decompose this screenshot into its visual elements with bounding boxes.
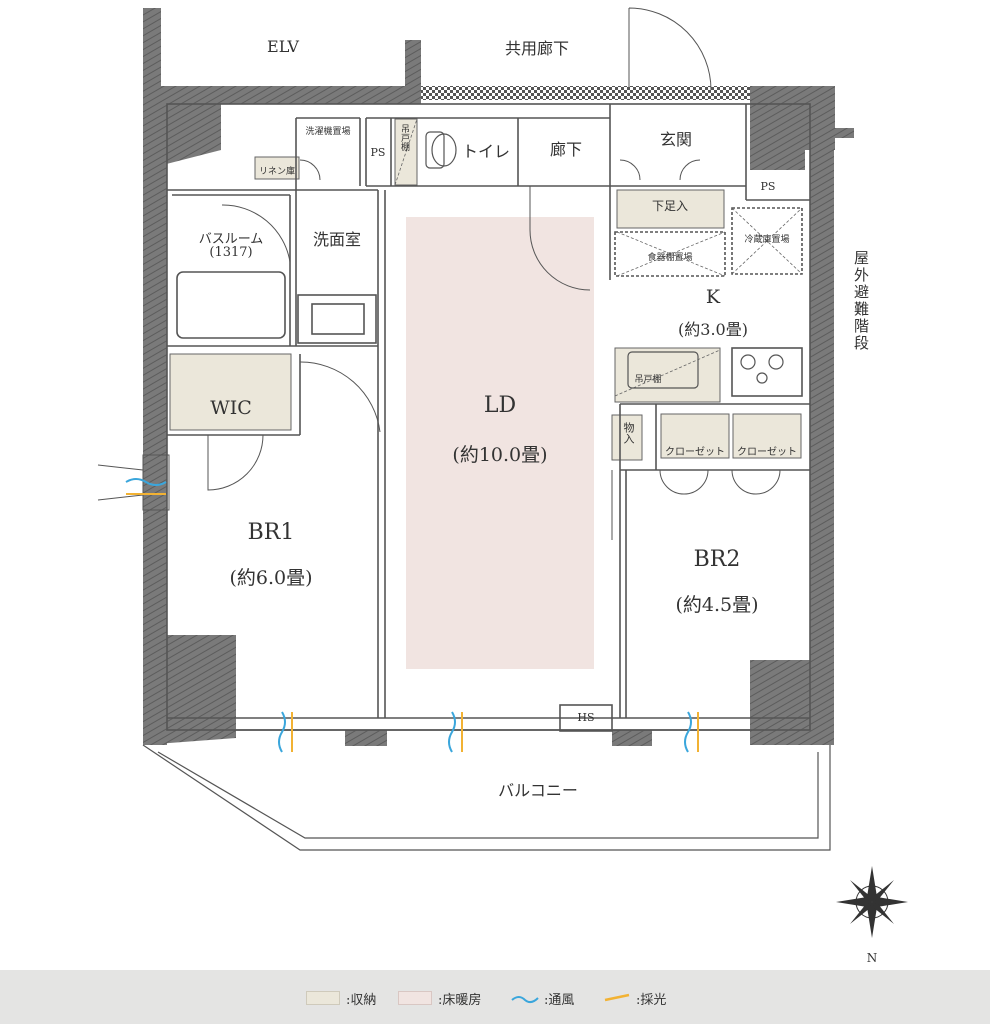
interior-walls	[166, 103, 811, 732]
bathroom-label: バスルーム	[198, 232, 264, 247]
br2-label: BR2	[693, 547, 741, 572]
legend-ventilation-label: :通風	[544, 992, 575, 1008]
floor-plan	[97, 7, 908, 938]
laundry-space-label: 洗濯機置場	[305, 127, 351, 137]
common-corridor-label: 共用廊下	[504, 39, 570, 58]
linen-label: リネン庫	[258, 167, 296, 177]
legend-ventilation: :通風	[510, 990, 575, 1008]
legend-storage: :収納	[306, 990, 377, 1008]
hanging-shelf-kitchen-label: 吊戸棚	[634, 375, 662, 385]
ventilation-markers	[125, 478, 699, 753]
ld-size-label: (約10.0畳)	[452, 444, 548, 466]
bottom-right-column	[750, 660, 834, 745]
north-label: N	[866, 951, 878, 965]
closet-2-label: クローゼット	[737, 447, 797, 458]
ventilation-icon	[511, 996, 539, 1004]
linen-storage	[254, 156, 300, 180]
hallway-label: 廊下	[549, 140, 583, 159]
top-right-column	[750, 86, 835, 170]
ps-right-label: PS	[760, 180, 776, 193]
balcony-label: バルコニー	[498, 781, 578, 800]
legend-storage-label: :収納	[346, 992, 377, 1008]
bottom-wall-segment	[345, 730, 387, 746]
kitchen-upper-storage	[614, 347, 721, 403]
toilet-label: トイレ	[461, 142, 511, 161]
storage-swatch	[306, 991, 340, 1005]
storage-areas	[169, 118, 802, 461]
kitchen-size-label: (約3.0畳)	[678, 320, 748, 339]
washroom-label: 洗面室	[312, 230, 362, 249]
storage-diagonals	[394, 118, 803, 397]
closet-1-label: クローゼット	[665, 447, 725, 458]
storage-closet	[611, 414, 643, 461]
elv-label: ELV	[267, 37, 299, 56]
right-wall	[810, 150, 834, 745]
kitchen-label: K	[705, 286, 721, 308]
elv-wall	[143, 8, 161, 88]
legend-floor-heating: :床暖房	[398, 990, 482, 1008]
shoe-box-storage	[616, 189, 725, 229]
bottom-wall-segment-2	[612, 730, 652, 746]
doors	[207, 7, 781, 540]
hs-label: HS	[577, 711, 595, 724]
hanging-shelf-top-label: 吊戸棚	[399, 124, 409, 151]
legend-bar: :収納 :床暖房 :通風 :採光	[0, 970, 990, 1024]
entrance-label: 玄関	[659, 130, 693, 149]
outdoor-stairs-label: 屋外避難階段	[852, 250, 870, 352]
wic-label: WIC	[210, 397, 252, 419]
br1-label: BR1	[247, 520, 295, 545]
shoe-box-label: 下足入	[651, 199, 689, 213]
storage-label: 物入	[622, 422, 635, 444]
closet-1-storage	[660, 413, 730, 459]
stove-burner-3	[756, 372, 768, 384]
bottom-left-column	[143, 635, 236, 745]
compass-rose-icon	[836, 866, 908, 938]
daylight-icon	[604, 993, 630, 1002]
left-window	[97, 454, 170, 511]
corridor-screen	[421, 86, 751, 100]
dish-shelf-label: 食器棚置場	[647, 253, 693, 263]
toilet-bowl	[431, 133, 457, 167]
stove-burner-1	[740, 354, 756, 370]
closet-2-storage	[732, 413, 802, 459]
br2-size-label: (約4.5畳)	[675, 594, 759, 616]
floor-heating-area	[406, 217, 594, 669]
top-left-corner-column	[143, 86, 221, 170]
floor-heating-swatch	[398, 991, 432, 1005]
toilet-tank	[425, 131, 445, 169]
walls	[143, 8, 854, 746]
br1-size-label: (約6.0畳)	[229, 567, 313, 589]
ld-label: LD	[483, 393, 517, 418]
ps-top-label: PS	[370, 146, 386, 159]
legend-daylight: :採光	[602, 990, 667, 1008]
legend-daylight-label: :採光	[636, 992, 667, 1008]
right-stub	[832, 128, 854, 138]
fridge-space-label: 冷蔵庫置場	[744, 235, 790, 245]
legend-floor-heating-label: :床暖房	[438, 992, 482, 1008]
bathroom-size-label: (1317)	[209, 245, 253, 260]
door-pillar	[405, 40, 421, 102]
kitchen-sink	[627, 351, 699, 389]
fixtures	[425, 131, 784, 389]
stove-burner-2	[768, 354, 784, 370]
wic-storage	[169, 353, 292, 431]
balcony	[142, 744, 831, 851]
